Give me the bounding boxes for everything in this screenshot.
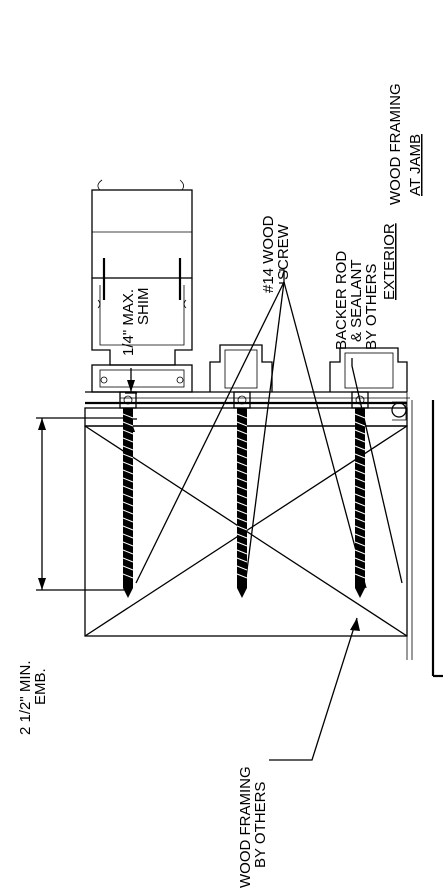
emb-arrowhead-bottom (38, 578, 46, 590)
glazing-bead (102, 258, 182, 300)
shim-arrowhead-top (127, 380, 135, 392)
middle-profile-inner (224, 349, 258, 389)
embedment-label: 2 1/2" MIN. EMB. (17, 660, 49, 735)
emb-arrowhead-top (38, 418, 46, 430)
shim-label: 1/4" MAX. SHIM (120, 288, 152, 357)
screw-heads (119, 391, 369, 409)
screw-tip-3 (355, 588, 365, 598)
embedment-line-2: EMB. (32, 668, 49, 705)
wood-screw-leader-1 (135, 281, 285, 584)
frame-chamber-inner (99, 369, 185, 388)
backer-rod-line-1: BACKER ROD (333, 251, 350, 350)
shim-line-2: SHIM (135, 288, 152, 326)
backer-rod-label: BACKER ROD & SEALANT BY OTHERS (333, 251, 380, 350)
screw-thread-2 (236, 413, 248, 579)
gasket-1 (97, 299, 187, 309)
wood-screw-leader-3 (283, 281, 367, 589)
wood-screw-line-1: #14 WOOD (260, 215, 277, 293)
exterior-profile-inner (344, 352, 394, 389)
exterior-label: EXTERIOR (381, 223, 398, 300)
wood-framing-line-1: WOOD FRAMING (237, 766, 254, 888)
backer-rod-line-3: BY OTHERS (363, 264, 380, 350)
sealant-bead (392, 401, 407, 421)
sash-inner (99, 285, 185, 346)
middle-frame-profile (209, 344, 273, 392)
screw-head-2-slot (237, 395, 247, 405)
backer-rod-sealant (391, 401, 407, 421)
title-line-2: AT JAMB (407, 134, 424, 196)
weep-detail-2 (176, 376, 184, 384)
wood-screw-leader-2 (245, 281, 285, 579)
screw-shank-1 (123, 408, 133, 588)
wood-framing-line-2: BY OTHERS (252, 782, 269, 868)
exterior-frame-profile (329, 347, 408, 392)
title-line-1: WOOD FRAMING (387, 83, 404, 205)
screw-thread-3 (354, 413, 366, 579)
glass-break-squiggle (97, 179, 184, 191)
drawing-title: WOOD FRAMING AT JAMB (387, 83, 424, 205)
exterior-profile-outline (329, 347, 408, 392)
screw-head-1-slot (123, 395, 133, 405)
wood-screw-label: #14 WOOD SCREW (260, 215, 292, 293)
shim-line-1: 1/4" MAX. (120, 289, 137, 356)
wood-framing-leader (269, 617, 358, 761)
leader-lines (135, 269, 403, 761)
backer-rod-line-2: & SEALANT (348, 259, 365, 342)
wood-framing-label: WOOD FRAMING BY OTHERS (237, 766, 269, 888)
middle-profile-outline (209, 344, 273, 392)
wood-screw-leader-bracket (279, 269, 285, 284)
backer-rod-leader (351, 358, 403, 584)
screw-shank-2 (237, 408, 247, 588)
frame-chamber (91, 364, 193, 393)
screw-tip-1 (123, 588, 133, 598)
wood-screw-line-2: SCREW (275, 223, 292, 280)
screw-head-1 (119, 391, 137, 409)
embedment-line-1: 2 1/2" MIN. (17, 660, 34, 735)
screw-tip-2 (237, 588, 247, 598)
screw-shanks (122, 408, 366, 598)
screw-shank-3 (355, 408, 365, 588)
screw-head-2 (233, 391, 251, 409)
glazing-unit (91, 189, 193, 279)
dimension-lines (36, 368, 410, 591)
exterior-wall-edge (431, 400, 443, 678)
screw-thread-1 (122, 413, 134, 579)
backer-rod (391, 402, 407, 418)
window-frame-profile (91, 179, 193, 393)
weep-detail (100, 376, 108, 384)
wood-framing-arrowhead (350, 618, 360, 631)
screw-head-3-slot (355, 395, 365, 405)
